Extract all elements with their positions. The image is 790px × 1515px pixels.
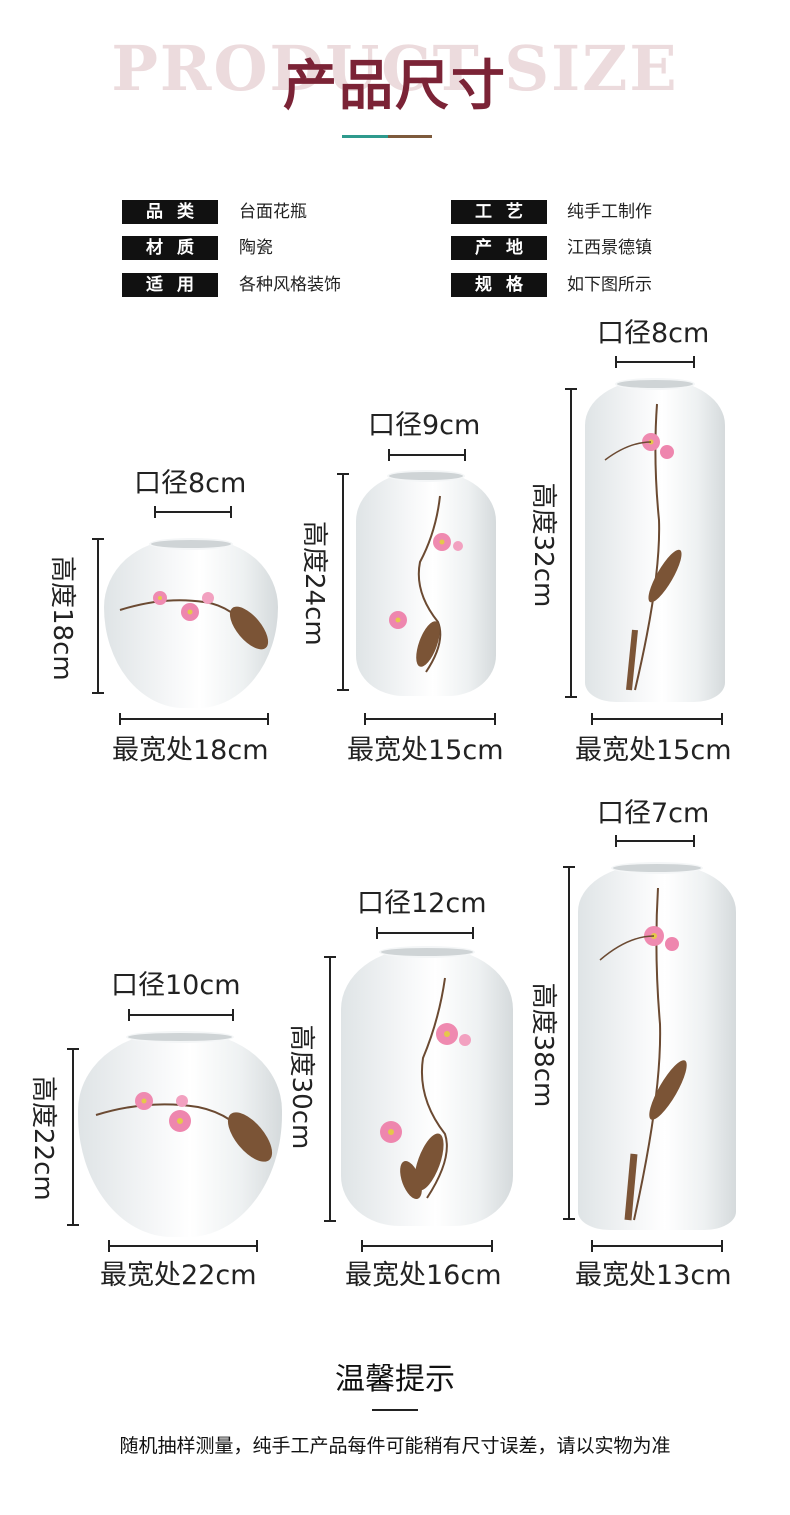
width-dimension-line <box>119 713 269 725</box>
vase-image <box>104 538 278 708</box>
mouth-dimension-line <box>128 1009 234 1021</box>
spec-tag-size: 规格 <box>451 273 547 297</box>
spec-tag-craft: 工艺 <box>451 200 547 224</box>
spec-value-category: 台面花瓶 <box>239 202 307 222</box>
width-dimension-line <box>364 713 496 725</box>
width-label: 最宽处15cm <box>347 735 504 766</box>
height-dimension-line <box>337 473 349 691</box>
height-dimension-line <box>92 538 104 694</box>
mouth-label: 口径9cm <box>368 410 481 441</box>
height-label: 高度22cm <box>28 1076 58 1201</box>
width-label: 最宽处16cm <box>345 1260 502 1291</box>
mouth-label: 口径12cm <box>357 888 487 919</box>
width-label: 最宽处13cm <box>575 1260 732 1291</box>
vase-image <box>578 862 736 1230</box>
height-label: 高度30cm <box>286 1024 316 1150</box>
height-dimension-line <box>324 956 336 1222</box>
height-label: 高度32cm <box>528 482 558 608</box>
title-accent-bar-left <box>342 135 388 138</box>
mouth-dimension-line <box>376 927 474 939</box>
vase-image <box>341 946 513 1226</box>
height-dimension-line <box>565 388 577 698</box>
mouth-dimension-line <box>615 356 695 368</box>
width-dimension-line <box>108 1240 258 1252</box>
page-title: 产品尺寸 <box>283 53 507 117</box>
tip-title: 温馨提示 <box>335 1362 455 1397</box>
tip-divider <box>372 1409 418 1411</box>
spec-value-material: 陶瓷 <box>239 238 273 258</box>
width-label: 最宽处15cm <box>575 735 732 766</box>
width-label: 最宽处22cm <box>100 1260 257 1291</box>
spec-value-origin: 江西景德镇 <box>567 238 652 258</box>
vase-image <box>585 378 725 702</box>
mouth-dimension-line <box>154 506 232 518</box>
height-label: 高度18cm <box>47 556 77 681</box>
mouth-dimension-line <box>388 449 466 461</box>
height-label: 高度38cm <box>528 982 558 1108</box>
mouth-dimension-line <box>615 835 695 847</box>
header-bg-title: PRODUCT SIZE <box>111 32 679 105</box>
title-accent-bar-right <box>388 135 432 138</box>
spec-tag-origin: 产地 <box>451 236 547 260</box>
width-label: 最宽处18cm <box>112 735 269 766</box>
width-dimension-line <box>361 1240 493 1252</box>
vase-image <box>78 1031 282 1237</box>
tip-text: 随机抽样测量，纯手工产品每件可能稍有尺寸误差，请以实物为准 <box>119 1435 671 1457</box>
spec-tag-usage: 适用 <box>122 273 218 297</box>
spec-value-usage: 各种风格装饰 <box>239 275 341 295</box>
height-label: 高度24cm <box>299 521 329 646</box>
spec-tag-category: 品类 <box>122 200 218 224</box>
mouth-label: 口径7cm <box>597 798 710 829</box>
mouth-label: 口径8cm <box>134 468 247 499</box>
height-dimension-line <box>67 1048 79 1226</box>
spec-tag-material: 材质 <box>122 236 218 260</box>
spec-value-size: 如下图所示 <box>567 275 652 295</box>
width-dimension-line <box>591 1240 723 1252</box>
vase-image <box>356 470 496 696</box>
height-dimension-line <box>563 866 575 1220</box>
mouth-label: 口径8cm <box>597 318 710 349</box>
spec-value-craft: 纯手工制作 <box>567 202 652 222</box>
mouth-label: 口径10cm <box>111 970 241 1001</box>
width-dimension-line <box>591 713 723 725</box>
